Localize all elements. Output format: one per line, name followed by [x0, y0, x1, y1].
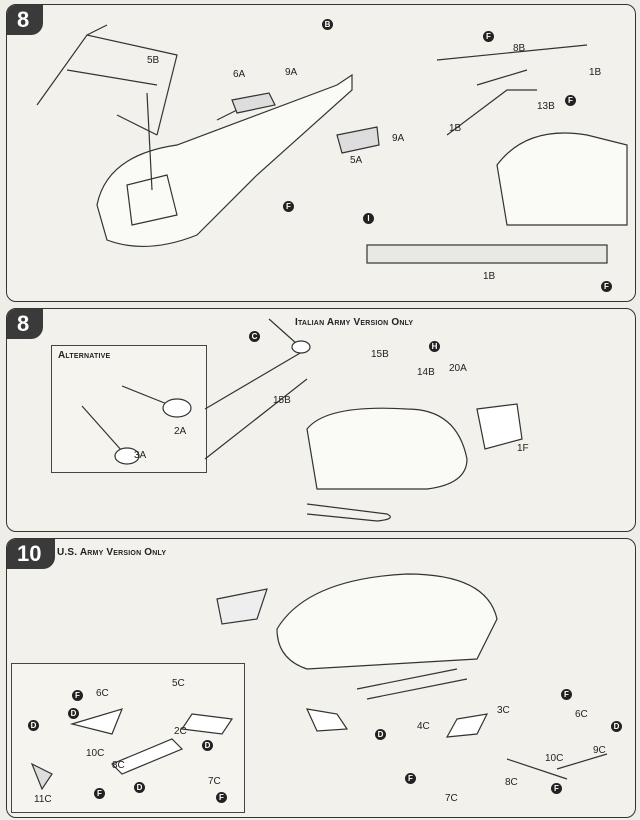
part-10c-label: 10C: [86, 748, 105, 759]
step-title: Italian Army Version Only: [295, 317, 414, 328]
part-1b-label: 1B: [449, 123, 462, 134]
sprue-d-marker: D: [134, 782, 145, 793]
part-5c-label: 5C: [172, 678, 185, 689]
step-number: 10: [7, 539, 56, 569]
sprue-d-marker: D: [375, 729, 386, 740]
part-2c-label: 2C: [174, 726, 187, 737]
part-9c-label: 9C: [593, 745, 606, 756]
part-11c-label: 11C: [34, 794, 52, 805]
sprue-f-marker: F: [551, 783, 562, 794]
part-1b-label: 1B: [589, 67, 602, 78]
part-15b-label: 15B: [273, 395, 291, 406]
sprue-f-marker: F: [405, 773, 416, 784]
step-8-italian-panel: 8 Italian Army Version Only Alternative …: [6, 308, 636, 532]
sprue-f-marker: F: [483, 31, 494, 42]
part-13b-label: 13B: [537, 101, 555, 112]
sprue-f-marker: F: [561, 689, 572, 700]
part-7c-label: 7C: [445, 793, 458, 804]
part-1b-label: 1B: [483, 271, 496, 282]
step-10-panel: 10 U.S. Army Version Only 5C F 6C D D 2C…: [6, 538, 636, 818]
part-3a-label: 3A: [134, 450, 147, 461]
step-number: 8: [7, 5, 44, 35]
part-4c-label: 4C: [417, 721, 430, 732]
sprue-b-marker: B: [322, 19, 333, 30]
sprue-h-marker: H: [429, 341, 440, 352]
sprue-f-marker: F: [216, 792, 227, 803]
step-8-panel: 8 5B B 6A 9A 9A 5A F F 8B 1B 13B F 1B I …: [6, 4, 636, 302]
step-8-drawing: [36, 24, 628, 264]
sprue-f-marker: F: [94, 788, 105, 799]
inset-drawing: [30, 708, 234, 791]
part-6c-label: 6C: [575, 709, 588, 720]
step-10-drawing: [216, 573, 608, 780]
sprue-f-marker: F: [72, 690, 83, 701]
sprue-f-marker: F: [565, 95, 576, 106]
step-8-italian-drawing: [204, 318, 523, 522]
sprue-d-marker: D: [202, 740, 213, 751]
sprue-f-marker: F: [283, 201, 294, 212]
part-20a-label: 20A: [449, 363, 467, 374]
part-5a-label: 5A: [350, 155, 363, 166]
alternative-title: Alternative: [58, 350, 111, 361]
alternative-drawing: [81, 385, 192, 465]
alternative-box: Alternative 2A 3A: [51, 345, 207, 473]
part-2a-label: 2A: [174, 426, 187, 437]
part-6c-label: 6C: [96, 688, 109, 699]
part-7c-label: 7C: [208, 776, 221, 787]
part-1f-label: 1F: [517, 443, 529, 454]
step-title: U.S. Army Version Only: [57, 547, 167, 558]
part-5b-label: 5B: [147, 55, 160, 66]
part-9a-label: 9A: [392, 133, 405, 144]
sprue-d-marker: D: [28, 720, 39, 731]
part-9a-label: 9A: [285, 67, 298, 78]
left-side-inset: 5C F 6C D D 2C D 10C 8C 7C D F F 11C: [11, 663, 245, 813]
part-14b-label: 14B: [417, 367, 435, 378]
sprue-d-marker: D: [611, 721, 622, 732]
part-15b-label: 15B: [371, 349, 389, 360]
part-6a-label: 6A: [233, 69, 246, 80]
part-10c-label: 10C: [545, 753, 564, 764]
part-8c-label: 8C: [505, 777, 518, 788]
step-number: 8: [7, 309, 44, 339]
sprue-f-marker: F: [601, 281, 612, 292]
sprue-d-marker: D: [68, 708, 79, 719]
sprue-c-marker: C: [249, 331, 260, 342]
part-3c-label: 3C: [497, 705, 510, 716]
sprue-i-marker: I: [363, 213, 374, 224]
part-8b-label: 8B: [513, 43, 526, 54]
part-8c-label: 8C: [112, 760, 125, 771]
